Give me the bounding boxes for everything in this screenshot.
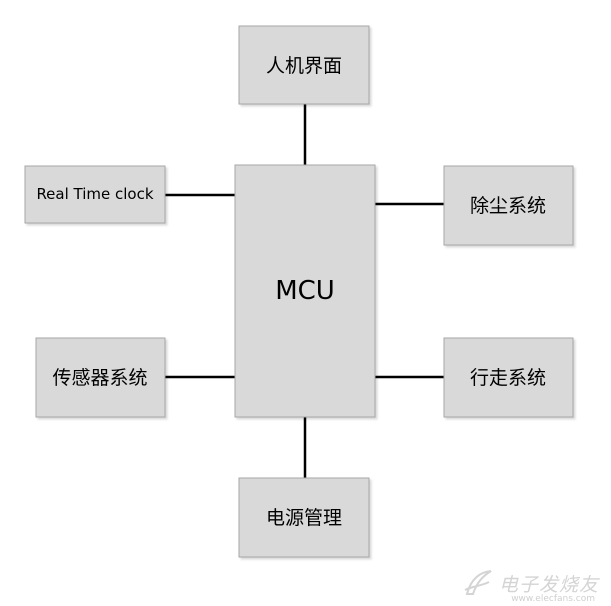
watermark: 电子发烧友 www.elecfans.com (461, 568, 599, 604)
node-dust-label: 除尘系统 (470, 195, 546, 217)
node-mcu: MCU (234, 164, 376, 418)
node-rtc-label: Real Time clock (36, 185, 153, 203)
node-walk-label: 行走系统 (470, 367, 546, 389)
node-power-label: 电源管理 (266, 507, 342, 529)
watermark-text: 电子发烧友 (498, 573, 599, 596)
node-hmi: 人机界面 (238, 25, 370, 105)
node-power: 电源管理 (238, 477, 370, 558)
node-dust: 除尘系统 (443, 165, 574, 246)
node-walk: 行走系统 (443, 337, 574, 418)
node-sensor: 传感器系统 (35, 337, 166, 418)
watermark-logo-icon (464, 570, 492, 595)
node-hmi-label: 人机界面 (266, 55, 342, 77)
node-rtc: Real Time clock (24, 165, 166, 224)
watermark-url: www.elecfans.com (511, 594, 595, 604)
node-sensor-label: 传感器系统 (52, 367, 147, 389)
node-mcu-label: MCU (275, 276, 335, 306)
